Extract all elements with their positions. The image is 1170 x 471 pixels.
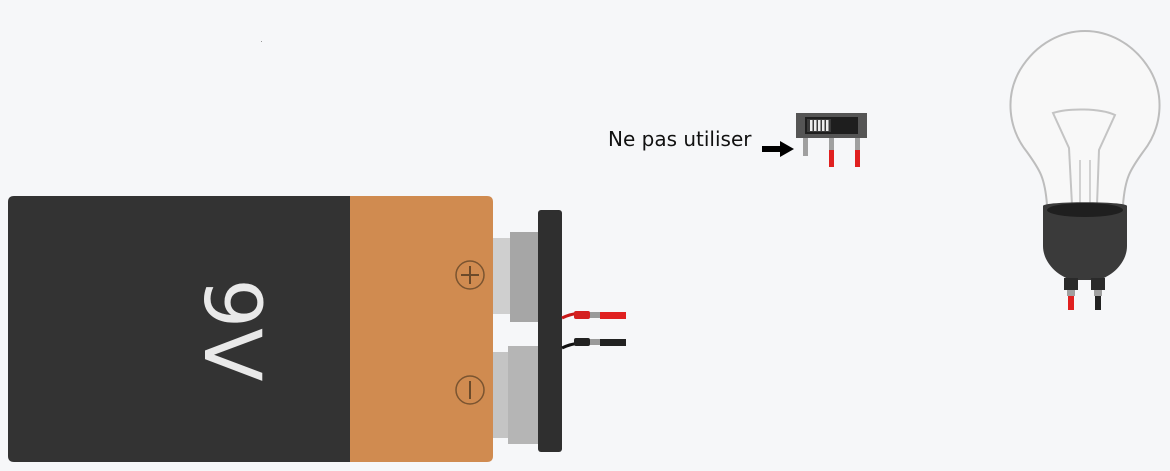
switch-pin-left[interactable] (803, 138, 808, 156)
switch-pin-middle[interactable] (829, 138, 834, 167)
battery-9v[interactable]: 9V (8, 196, 562, 462)
bulb-pin-right[interactable] (1091, 278, 1105, 310)
bulb-base-rim (1047, 203, 1123, 217)
switch-knob[interactable] (807, 119, 831, 132)
battery-wire-red[interactable] (561, 311, 626, 320)
annotation-text: Ne pas utiliser (608, 127, 752, 151)
bulb-base (1043, 202, 1127, 280)
battery-band (350, 196, 493, 462)
terminal-post-positive-inner (510, 232, 540, 322)
battery-wire-black[interactable] (561, 338, 626, 350)
slide-switch[interactable] (796, 113, 867, 167)
negative-terminal-icon (455, 375, 485, 405)
bulb-glass (1009, 29, 1161, 206)
battery-body (8, 196, 352, 462)
canvas-speck (261, 41, 262, 42)
switch-pin-right[interactable] (855, 138, 860, 167)
terminal-post-positive-outer (493, 238, 513, 314)
battery-connector-plate (538, 210, 562, 452)
positive-terminal-icon (455, 260, 485, 290)
bulb-filament (1051, 108, 1117, 206)
battery-label: 9V (186, 279, 276, 382)
bulb-pin-left[interactable] (1064, 278, 1078, 310)
arrow-right-icon (762, 141, 794, 157)
terminal-post-negative-inner (508, 346, 540, 444)
light-bulb[interactable] (1009, 29, 1161, 310)
